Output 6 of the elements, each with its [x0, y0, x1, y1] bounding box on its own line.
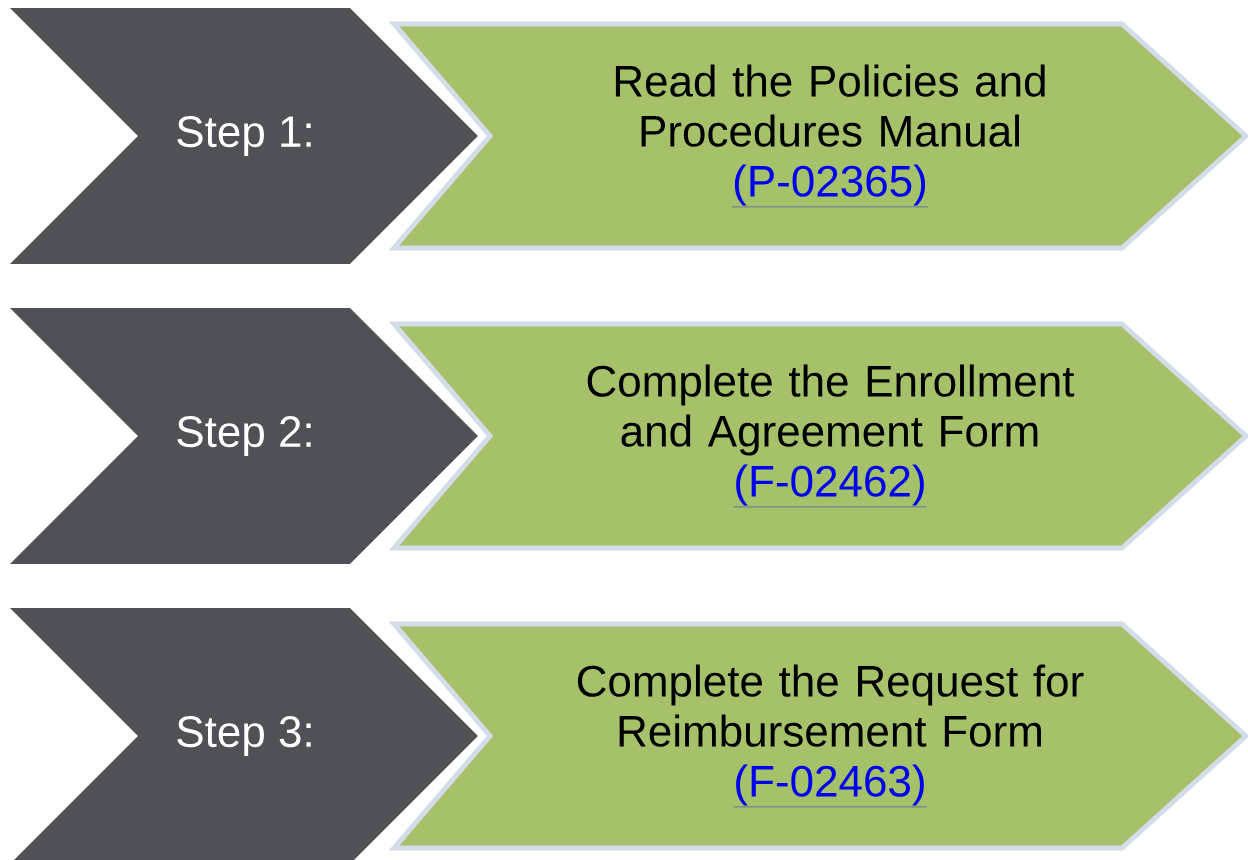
task-banner: Read the Policies and Procedures Manual (P-02365)	[388, 21, 1248, 251]
step-banner: Step 3:	[10, 608, 478, 860]
task-banner: Complete the Enrollment and Agreement Form (F-02462)	[388, 321, 1248, 551]
step-banner: Step 1:	[10, 8, 478, 264]
task-banner: Complete the Request for Reimbursement Form (F-02463)	[388, 621, 1248, 851]
step-banner: Step 2:	[10, 308, 478, 564]
